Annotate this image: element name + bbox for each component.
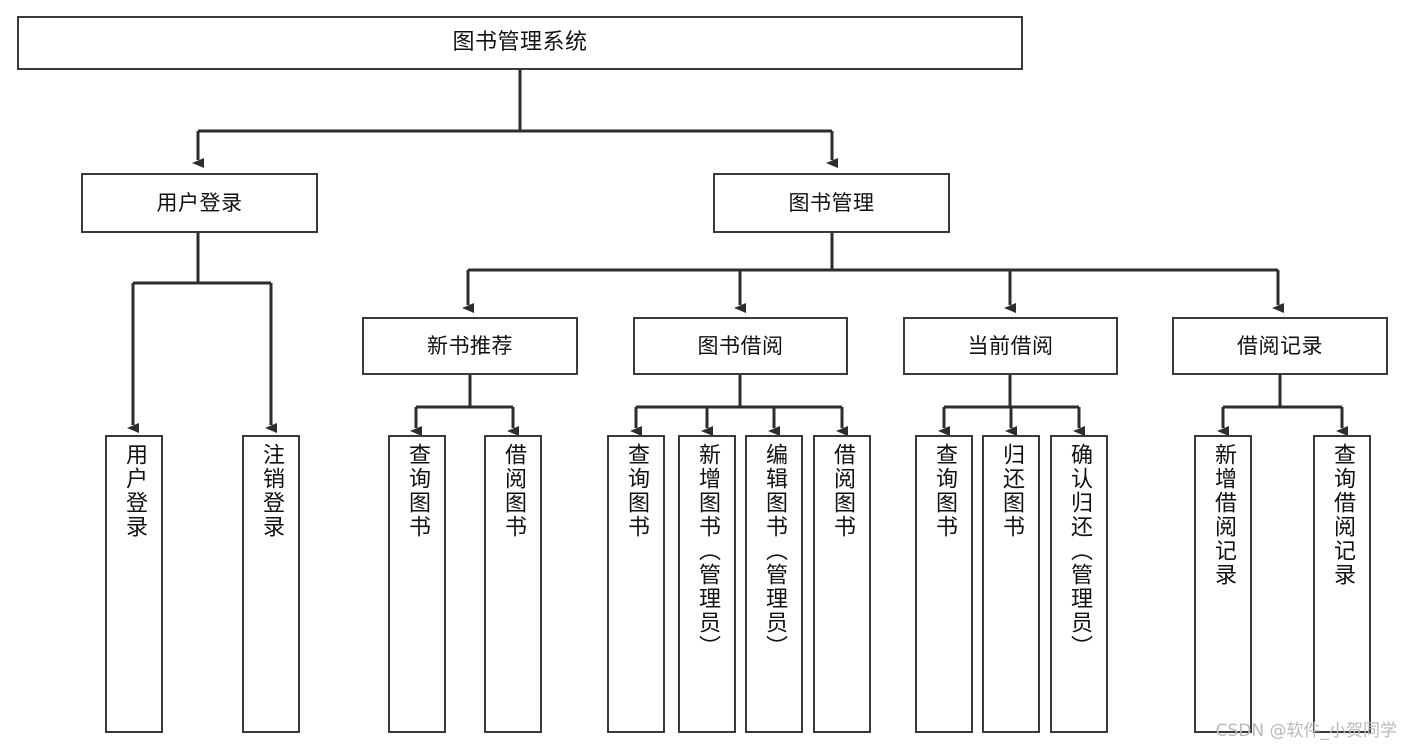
node-label: 查询图书 — [624, 443, 649, 539]
leaf-add-book-admin[interactable]: 新增图书（管理员） — [678, 435, 736, 733]
node-label: 当前借阅 — [967, 333, 1054, 358]
node-label: 归还图书 — [999, 443, 1024, 539]
node-label: 用户登录 — [122, 443, 147, 539]
node-book-borrow[interactable]: 图书借阅 — [633, 317, 848, 375]
node-label: 借阅图书 — [501, 443, 526, 539]
node-borrow-record[interactable]: 借阅记录 — [1172, 317, 1388, 375]
leaf-query-book-current[interactable]: 查询图书 — [915, 435, 973, 733]
node-label: 注销登录 — [259, 443, 284, 539]
node-label: 用户登录 — [156, 190, 243, 215]
node-label: 图书借阅 — [697, 333, 784, 358]
node-label: 图书管理系统 — [452, 30, 588, 56]
node-label: 查询借阅记录 — [1330, 443, 1355, 587]
leaf-borrow-book-recommend[interactable]: 借阅图书 — [484, 435, 542, 733]
node-label: 新增借阅记录 — [1211, 443, 1236, 587]
leaf-logout[interactable]: 注销登录 — [242, 435, 300, 733]
node-label: 借阅记录 — [1237, 333, 1323, 358]
leaf-query-book-recommend[interactable]: 查询图书 — [388, 435, 446, 733]
node-label: 借阅图书 — [830, 443, 855, 539]
leaf-edit-book-admin[interactable]: 编辑图书（管理员） — [745, 435, 803, 733]
node-current-borrow[interactable]: 当前借阅 — [903, 317, 1118, 375]
leaf-return-book[interactable]: 归还图书 — [982, 435, 1040, 733]
node-label: 编辑图书（管理员） — [762, 443, 787, 659]
node-user-login[interactable]: 用户登录 — [81, 173, 318, 233]
leaf-confirm-return-admin[interactable]: 确认归还（管理员） — [1050, 435, 1108, 733]
leaf-user-login[interactable]: 用户登录 — [105, 435, 163, 733]
node-new-book-recommend[interactable]: 新书推荐 — [362, 317, 578, 375]
node-root-book-management-system[interactable]: 图书管理系统 — [17, 16, 1023, 70]
leaf-query-borrow-record[interactable]: 查询借阅记录 — [1313, 435, 1371, 733]
leaf-add-borrow-record[interactable]: 新增借阅记录 — [1194, 435, 1252, 733]
node-label: 查询图书 — [932, 443, 957, 539]
node-label: 新增图书（管理员） — [695, 443, 720, 659]
node-label: 新书推荐 — [427, 333, 513, 358]
node-label: 确认归还（管理员） — [1067, 443, 1092, 659]
node-label: 图书管理 — [788, 190, 875, 215]
node-label: 查询图书 — [405, 443, 430, 539]
leaf-borrow-book[interactable]: 借阅图书 — [813, 435, 871, 733]
leaf-query-book-borrow[interactable]: 查询图书 — [607, 435, 665, 733]
csdn-watermark: CSDN @软件_小贺同学 — [1215, 721, 1397, 741]
node-book-management[interactable]: 图书管理 — [713, 173, 950, 233]
